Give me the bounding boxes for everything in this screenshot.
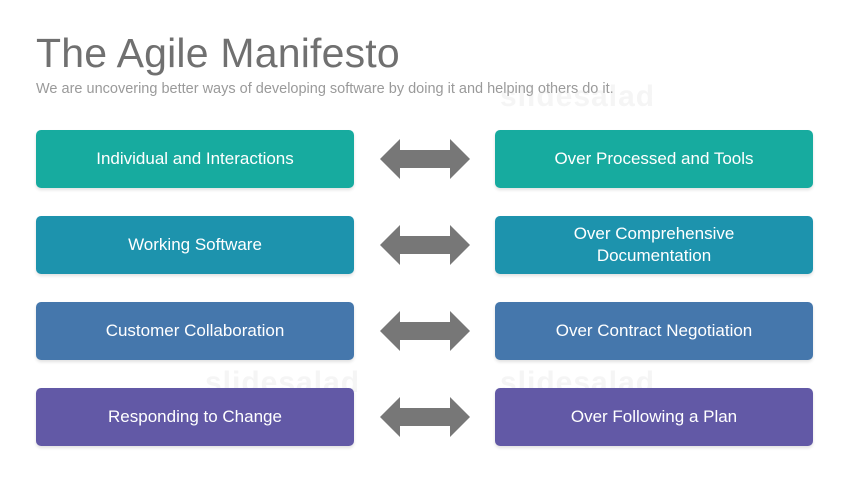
value-box-right: Over Processed and Tools xyxy=(495,130,813,188)
value-label-left: Working Software xyxy=(128,235,262,254)
manifesto-row: Customer Collaboration Over Contract Neg… xyxy=(0,302,850,360)
page-subtitle: We are uncovering better ways of develop… xyxy=(36,81,614,97)
manifesto-row: Individual and Interactions Over Process… xyxy=(0,130,850,188)
page-title: The Agile Manifesto xyxy=(36,30,400,76)
double-arrow-icon xyxy=(380,139,470,179)
value-label-left: Responding to Change xyxy=(108,407,282,426)
value-label-right: Over Comprehensive Documentation xyxy=(573,224,735,265)
value-label-right: Over Following a Plan xyxy=(570,407,738,426)
value-box-left: Working Software xyxy=(36,216,354,274)
value-box-right: Over Contract Negotiation xyxy=(495,302,813,360)
double-arrow-icon xyxy=(380,397,470,437)
double-arrow-icon xyxy=(380,225,470,265)
value-box-right: Over Comprehensive Documentation xyxy=(495,216,813,274)
value-label-right: Over Contract Negotiation xyxy=(555,321,753,340)
manifesto-row: Responding to Change Over Following a Pl… xyxy=(0,388,850,446)
value-box-left: Responding to Change xyxy=(36,388,354,446)
value-box-left: Individual and Interactions xyxy=(36,130,354,188)
value-label-right: Over Processed and Tools xyxy=(554,149,754,168)
value-box-right: Over Following a Plan xyxy=(495,388,813,446)
value-label-left: Customer Collaboration xyxy=(105,321,285,340)
manifesto-row: Working Software Over Comprehensive Docu… xyxy=(0,216,850,274)
value-box-left: Customer Collaboration xyxy=(36,302,354,360)
double-arrow-icon xyxy=(380,311,470,351)
value-label-left: Individual and Interactions xyxy=(96,149,294,168)
